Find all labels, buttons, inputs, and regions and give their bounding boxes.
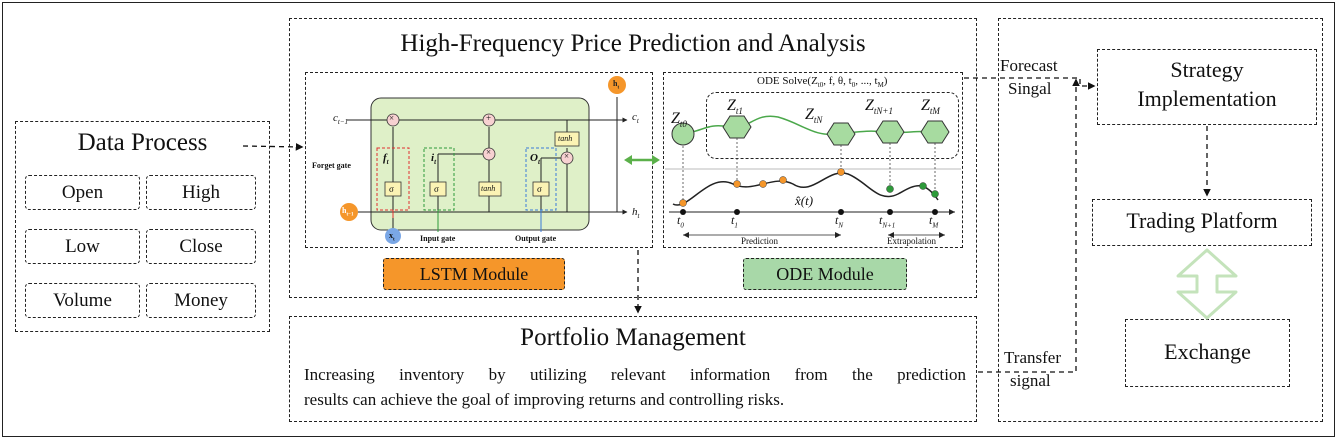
ode-extrapolation-label: Extrapolation	[887, 236, 936, 246]
portfolio-line-1: Increasing inventory by utilizing releva…	[304, 365, 966, 384]
lstm-mult-1: ×	[389, 113, 395, 123]
h-prev-node	[340, 203, 358, 221]
ode-tM-label: tM	[929, 213, 939, 230]
ode-solve-box	[706, 92, 959, 159]
right-panel	[998, 18, 1323, 422]
zM-node	[920, 120, 950, 144]
lstm-add-sym: +	[486, 113, 492, 123]
lstm-input-tanh-text: tanh	[481, 184, 496, 193]
z0-node	[671, 122, 695, 146]
forecast-signal-line2: Singal	[1008, 79, 1052, 98]
exchange-label: Exchange	[1164, 339, 1251, 364]
lstm-h-prev-label: ht−1	[342, 206, 354, 218]
ode-z1-label: Zt1	[727, 97, 743, 117]
trading-exchange-double-arrow	[1176, 248, 1238, 320]
lstm-input-tanh	[478, 181, 502, 197]
portfolio-panel	[289, 316, 977, 422]
transfer-signal-line2: signal	[1010, 371, 1051, 390]
ode-xhat-label: x̂(t)	[795, 193, 814, 208]
strategy-label-2: Implementation	[1137, 86, 1277, 111]
h-top-node	[608, 76, 626, 94]
transfer-signal-line1: Transfer	[1004, 348, 1061, 367]
lstm-c-prev-label: ct−1	[333, 112, 349, 127]
lstm-cell-tanh-text: tanh	[558, 134, 573, 143]
z1-node	[722, 115, 752, 139]
lstm-h-next-label: ht	[632, 206, 640, 221]
lstm-c-next-label: ct	[632, 111, 639, 126]
data-item-close: Close	[146, 229, 256, 264]
lstm-forget-gate-label: Forget gate	[312, 161, 351, 170]
ode-z0-label: Zt0	[671, 110, 687, 130]
lstm-input-sigma-text: σ	[434, 184, 439, 194]
ode-prediction-label: Prediction	[741, 236, 778, 246]
ode-diagram	[663, 72, 963, 248]
forecast-signal-line1: Forecast	[1000, 56, 1058, 75]
ode-t1-label: t1	[731, 213, 738, 230]
lstm-x-label: xt	[389, 231, 395, 243]
lstm-i-label: it	[431, 152, 437, 167]
data-process-panel	[15, 121, 270, 332]
lstm-forget-sigma	[384, 181, 402, 197]
lstm-module-label: LSTM Module	[383, 258, 565, 290]
portfolio-line-2: results can achieve the goal of improvin…	[304, 390, 785, 409]
ode-zN-label: ZtN	[805, 106, 823, 126]
lstm-mult-2: ×	[486, 147, 492, 157]
ode-solve-label: ODE Solve(Zt0, f, θ, t0, ..., tM)	[757, 75, 888, 90]
lstm-mult-3: ×	[564, 151, 570, 161]
price-prediction-panel	[289, 18, 977, 298]
ode-observed-curve	[672, 172, 939, 206]
lstm-input-sigma	[429, 181, 447, 197]
ode-tN1-label: tN+1	[879, 213, 896, 230]
data-item-high: High	[146, 175, 256, 210]
trading-platform-box	[1092, 199, 1312, 246]
lstm-forget-sigma-text: σ	[389, 184, 394, 194]
lstm-output-gate-label: Output gate	[515, 234, 557, 243]
data-process-title: Data Process	[77, 129, 208, 156]
lstm-ode-link-arrow	[624, 155, 660, 165]
forecast-signal-arrow	[964, 77, 1096, 90]
lstm-input-gate-label: Input gate	[420, 234, 456, 243]
lstm-cell-body	[370, 97, 590, 231]
data-item-open: Open	[25, 175, 140, 210]
lstm-o-label: Ot	[530, 152, 540, 167]
lstm-h-top-label: ht	[613, 79, 620, 91]
ode-zN1-label: ZtN+1	[865, 97, 893, 117]
lstm-input-mult	[482, 147, 496, 161]
ode-t0-label: t0	[677, 213, 684, 230]
data-to-lstm-arrow	[242, 142, 304, 151]
lstm-output-sigma-text: σ	[537, 184, 542, 194]
strategy-box	[1097, 49, 1317, 125]
strategy-label-1: Strategy	[1170, 57, 1244, 82]
lstm-output-sigma	[532, 181, 550, 197]
lstm-add	[482, 113, 496, 127]
data-item-volume: Volume	[25, 283, 140, 318]
portfolio-title: Portfolio Management	[520, 324, 746, 351]
ode-module-label: ODE Module	[743, 258, 907, 290]
data-item-low: Low	[25, 229, 140, 264]
zN1-node	[875, 120, 905, 144]
data-item-money: Money	[146, 283, 256, 318]
lstm-cell-tanh	[554, 131, 580, 147]
input-gate-outline	[423, 147, 455, 211]
lstm-f-label: ft	[383, 152, 389, 167]
lstm-forget-mult	[386, 113, 400, 127]
lstm-output-mult	[560, 151, 574, 165]
ode-tN-label: tN	[835, 213, 844, 230]
lstm-cell-svg	[340, 76, 628, 244]
exchange-box	[1125, 319, 1290, 387]
price-prediction-title: High-Frequency Price Prediction and Anal…	[400, 30, 866, 57]
x-input-node	[385, 228, 401, 244]
zN-node	[826, 122, 856, 146]
transfer-signal-arrow	[978, 78, 1080, 373]
ode-zM-label: ZtM	[921, 97, 940, 117]
ode-svg	[665, 115, 961, 238]
trading-platform-label: Trading Platform	[1126, 208, 1278, 233]
